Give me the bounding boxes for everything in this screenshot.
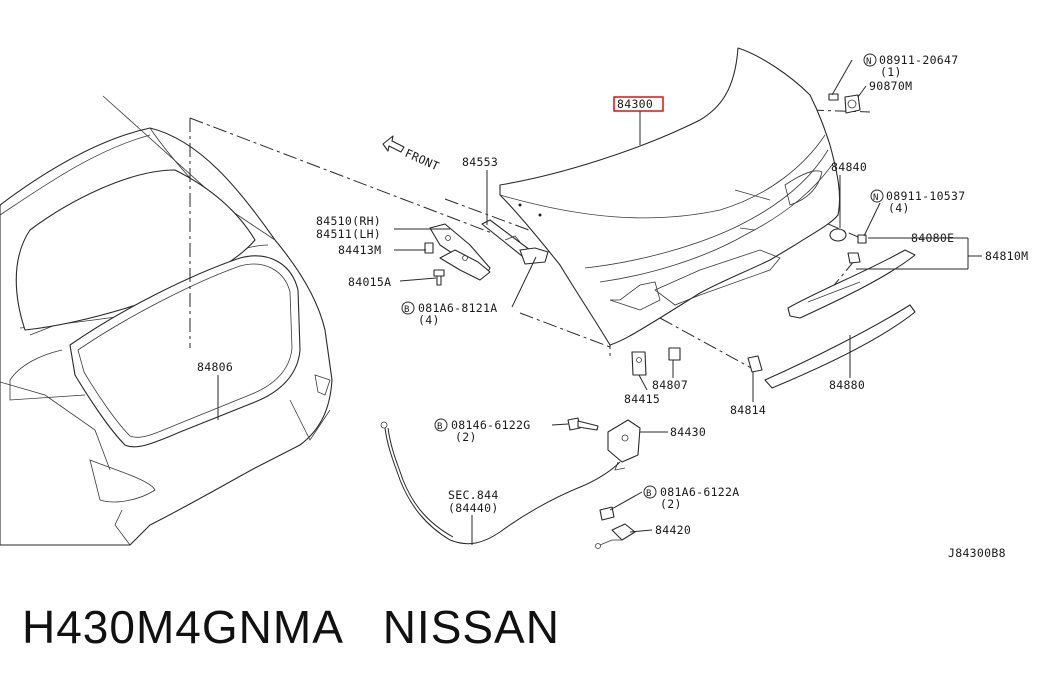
- label-08911-10537-qty: (4): [888, 201, 910, 215]
- label-84840: 84840: [831, 160, 867, 174]
- caption: H430M4GNMA NISSAN: [22, 600, 560, 654]
- label-sec-844: SEC.844: [448, 488, 499, 502]
- trunk-lid-84300: [499, 47, 841, 346]
- diagram-code: J84300B8: [948, 546, 1006, 560]
- n-symbol-icon: [863, 53, 877, 67]
- label-84553: 84553: [462, 155, 498, 169]
- label-84807: 84807: [652, 378, 688, 392]
- label-081A6-6122A-qty: (2): [660, 497, 682, 511]
- symbol-b-2: B: [437, 422, 443, 432]
- grommet-84840: [829, 228, 847, 242]
- symbol-b-3: B: [646, 489, 652, 499]
- label-08911-20647-qty: (1): [880, 65, 902, 79]
- lock-84430: [607, 419, 641, 471]
- label-84880: 84880: [829, 378, 865, 392]
- highlight-box-84300: [613, 96, 664, 112]
- label-08146-6122G-qty: (2): [455, 430, 477, 444]
- bumper-84807: [668, 347, 681, 361]
- b-symbol-icon: [401, 301, 415, 315]
- label-84015A: 84015A: [348, 275, 391, 289]
- b-symbol-icon: [643, 485, 657, 499]
- label-90870M: 90870M: [869, 79, 912, 93]
- part-code: H430M4GNMA: [22, 601, 342, 653]
- bolt-84015A: [433, 269, 445, 286]
- finisher-84810M: [787, 249, 916, 319]
- clip-84814: [747, 355, 763, 373]
- label-081A6-8121A-qty: (4): [418, 313, 440, 327]
- nut-08911-10537: [857, 234, 867, 244]
- construction-lines: [189, 109, 871, 371]
- front-direction-label: FRONT: [403, 146, 442, 173]
- label-84080E: 84080E: [911, 231, 954, 245]
- label-84511: 84511(LH): [316, 227, 381, 241]
- label-08911-10537: 08911-10537: [886, 189, 965, 203]
- bolt-08146-6122G: [567, 417, 599, 431]
- label-84814: 84814: [730, 403, 766, 417]
- part-labels: 84300 N 08911-20647 (1) 90870M 84553 848…: [197, 53, 1028, 560]
- b-symbol-icon: [434, 418, 448, 432]
- garnish-84880: [764, 304, 916, 389]
- label-84420: 84420: [655, 523, 691, 537]
- label-84415: 84415: [624, 392, 660, 406]
- label-84510: 84510(RH): [316, 214, 381, 228]
- label-08911-20647: 08911-20647: [879, 53, 958, 67]
- car-body-drawing: [0, 95, 333, 546]
- label-08146-6122G: 08146-6122G: [451, 418, 530, 432]
- label-84440: (84440): [448, 501, 499, 515]
- brand-name: NISSAN: [382, 601, 560, 653]
- front-arrow-icon: FRONT: [382, 135, 442, 173]
- label-081A6-6122A: 081A6-6122A: [660, 485, 739, 499]
- label-84300: 84300: [617, 97, 653, 111]
- clip-84413M: [424, 242, 434, 254]
- label-84806: 84806: [197, 360, 233, 374]
- n-symbol-icon: [870, 189, 884, 203]
- label-081A6-8121A: 081A6-8121A: [418, 301, 497, 315]
- symbol-n-2: N: [873, 193, 879, 203]
- label-84430: 84430: [670, 425, 706, 439]
- actuator-84420: [595, 506, 636, 549]
- bumper-90870M: [828, 93, 861, 114]
- symbol-n-1: N: [866, 57, 872, 67]
- label-84413M: 84413M: [338, 243, 381, 257]
- label-84810M: 84810M: [985, 249, 1028, 263]
- cable-84440: [380, 421, 621, 545]
- leader-lines: [217, 59, 982, 545]
- striker-84415: [631, 351, 647, 376]
- symbol-b-1: B: [404, 305, 410, 315]
- hinge-84510: [429, 223, 491, 281]
